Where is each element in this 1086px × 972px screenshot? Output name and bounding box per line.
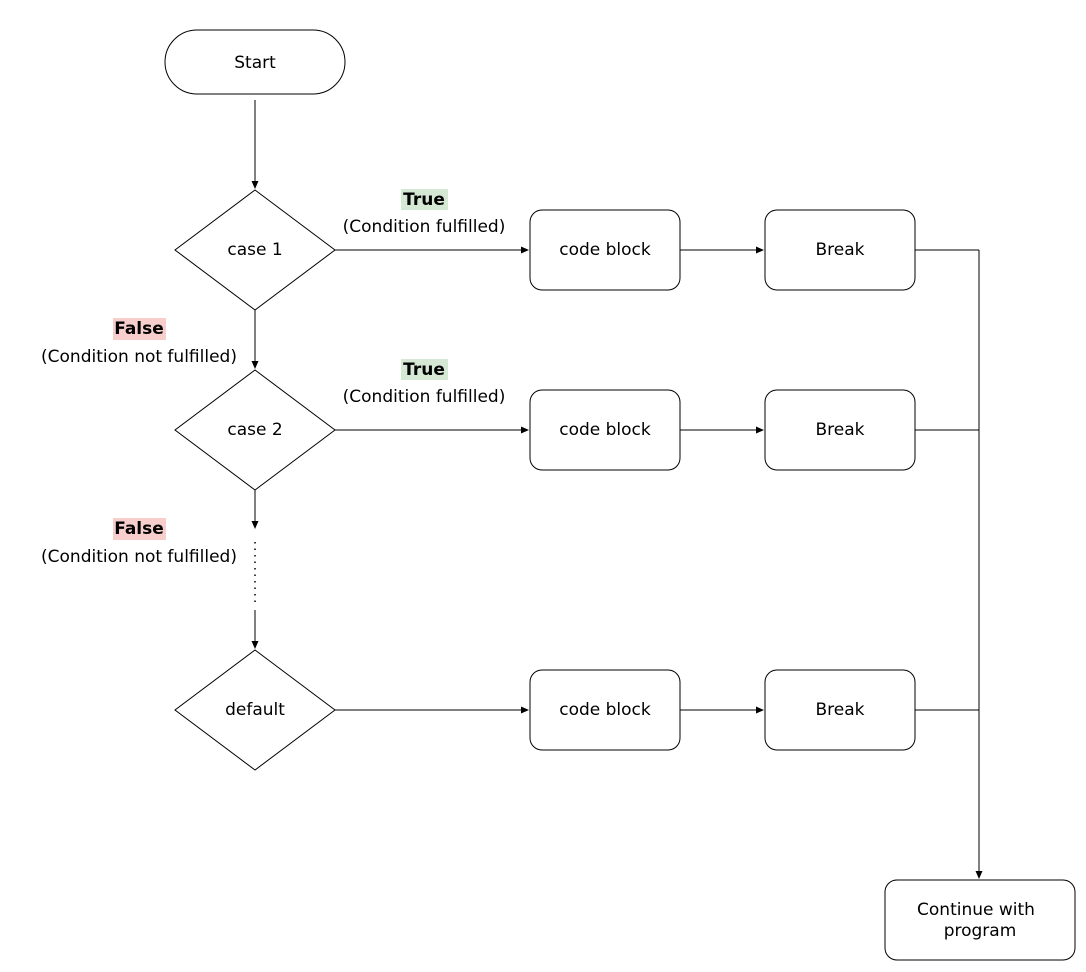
start-node: [164, 29, 346, 95]
case2-decision-label: case 2: [227, 420, 282, 440]
arrowhead-merge-continue: [975, 871, 983, 879]
case2-decision-node: [174, 369, 336, 491]
arrowhead-case1-case2: [251, 361, 259, 369]
false-2-description: (Condition not fulfilled): [41, 547, 237, 567]
case1-decision-label: case 1: [227, 240, 282, 260]
code-block-2-node: [529, 389, 681, 471]
arrowhead-code-block-3-break-3: [756, 706, 764, 714]
false-2-label: False: [114, 519, 164, 539]
true-1-description: (Condition fulfilled): [343, 217, 506, 237]
break-3-label: Break: [816, 700, 865, 720]
false-1-highlight: [113, 318, 166, 340]
break-3-node: [764, 669, 916, 751]
start-node-label: Start: [234, 53, 276, 73]
true-1-label: True: [403, 190, 445, 210]
continue-node-label-line1: Continue with: [917, 900, 1035, 920]
arrowhead-case1-code-block-1: [521, 246, 529, 254]
arrowhead-case2-ellipsis: [251, 521, 259, 529]
true-2-label: True: [403, 360, 445, 380]
continue-node: [884, 879, 1076, 961]
false-1-label: False: [114, 319, 164, 339]
arrowhead-default-code-block-3: [521, 706, 529, 714]
code-block-3-node: [529, 669, 681, 751]
break-2-label: Break: [816, 420, 865, 440]
false-2-highlight: [113, 518, 166, 540]
arrowhead-code-block-2-break-2: [756, 426, 764, 434]
arrowhead-code-block-1-break-1: [756, 246, 764, 254]
code-block-2-label: code block: [559, 420, 651, 440]
break-2-node: [764, 389, 916, 471]
code-block-1-label: code block: [559, 240, 651, 260]
arrowhead-start-case1: [251, 181, 259, 189]
continue-node-label-line2: program: [944, 921, 1017, 941]
false-1-description: (Condition not fulfilled): [41, 347, 237, 367]
true-2-description: (Condition fulfilled): [343, 387, 506, 407]
break-1-node: [764, 209, 916, 291]
arrowhead-ellipsis-default: [251, 641, 259, 649]
edges: [251, 100, 983, 879]
default-decision-label: default: [225, 700, 285, 720]
default-decision-node: [174, 649, 336, 771]
true-1-highlight: [401, 189, 448, 210]
code-block-1-node: [529, 209, 681, 291]
nodes: Start case 1 case 2 default code block c…: [164, 29, 1076, 961]
true-2-highlight: [401, 359, 448, 380]
code-block-3-label: code block: [559, 700, 651, 720]
edge-labels: True (Condition fulfilled) True (Conditi…: [41, 189, 505, 567]
break-1-label: Break: [816, 240, 865, 260]
case1-decision-node: [174, 189, 336, 311]
arrowhead-case2-code-block-2: [521, 426, 529, 434]
